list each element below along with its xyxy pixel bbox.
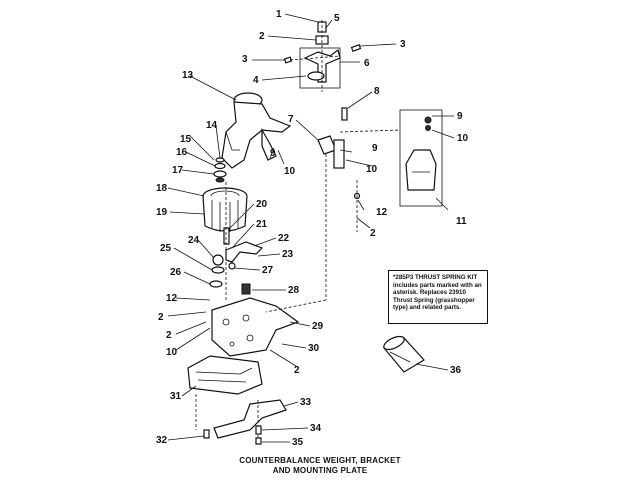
callout: 9 [270,148,276,159]
callout: 5 [334,13,340,24]
callout-labels: 1 2 3 3 4 5 6 7 8 9 9 9 10 10 10 10 11 1… [156,9,469,448]
callout: 34 [310,423,322,434]
callout: 26 [170,267,182,278]
callout: 20 [256,199,268,210]
callout: 10 [366,164,378,175]
callout: 3 [242,54,248,65]
thrust-spring-kit-note: *285P3 THRUST SPRING KIT includes parts … [388,270,488,324]
callout: 9 [457,111,463,122]
diagram-caption-line1: COUNTERBALANCE WEIGHT, BRACKET [239,456,401,465]
callout: 16 [176,147,188,158]
oil-can [383,335,425,373]
callout: 31 [170,391,182,402]
callout: 4 [253,75,259,86]
callout: 23 [282,249,294,260]
callout: 6 [364,58,370,69]
weight-bracket [213,399,287,444]
callout: 21 [256,219,268,230]
callout: 10 [284,166,296,177]
callout: 25 [160,243,172,254]
callout: 13 [182,70,194,81]
part-28-block [241,283,251,295]
callout: 22 [278,233,290,244]
callout: 12 [166,293,178,304]
bolt-32 [203,429,210,439]
mounting-plate [211,297,300,357]
callout: 17 [172,165,184,176]
motor-cover [399,109,443,207]
diagram-caption-line2: AND MOUNTING PLATE [272,466,368,475]
callout: 35 [292,437,304,448]
callout: 10 [166,347,178,358]
callout: 2 [259,31,265,42]
callout: 27 [262,265,274,276]
callout: 18 [156,183,168,194]
callout: 11 [456,216,467,227]
bolt-35 [255,437,262,445]
callout: 9 [372,143,378,154]
callout: 2 [166,330,172,341]
callout: 28 [288,285,300,296]
callout: 10 [457,133,469,144]
callout: 36 [450,365,462,376]
callout: 2 [158,312,164,323]
callout: 12 [376,207,388,218]
callout: 2 [370,228,376,239]
callout: 1 [276,9,282,20]
bolt-34 [255,425,262,435]
bracket-7 [265,129,401,313]
counterbalance-weight [187,355,263,430]
screw-8 [341,107,348,121]
note-body: includes parts marked with an asterisk. … [393,281,482,312]
gear-case-housing [221,92,292,169]
linkage-assembly [209,182,264,300]
callout: 30 [308,343,320,354]
callout: 14 [206,120,218,131]
spring-stack [213,157,227,183]
callout: 29 [312,321,324,332]
callout: 33 [300,397,312,408]
callout: 15 [180,134,192,145]
callout: 24 [188,235,200,246]
callout: 3 [400,39,406,50]
callout: 32 [156,435,168,446]
pulley-basket [202,187,248,232]
note-title: *285P3 THRUST SPRING KIT [393,274,478,281]
callout: 7 [288,114,294,125]
callout: 19 [156,207,168,218]
callout: 8 [374,86,380,97]
leader-lines [167,13,455,443]
top-bracket-assembly [283,20,362,92]
callout: 2 [294,365,300,376]
